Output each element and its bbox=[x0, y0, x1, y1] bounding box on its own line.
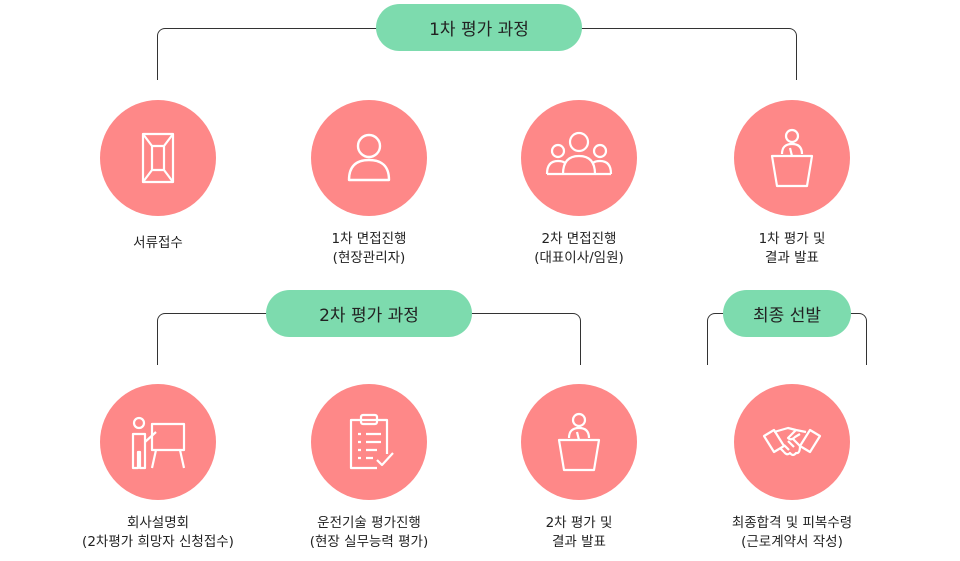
group-title-final: 최종 선발 bbox=[723, 290, 851, 337]
handshake-icon bbox=[762, 426, 822, 457]
podium-icon bbox=[770, 128, 814, 188]
step-circle-second-result bbox=[521, 384, 637, 500]
step-circle-driving-evaluation bbox=[311, 384, 427, 500]
step-circle-company-briefing bbox=[100, 384, 216, 500]
step-circle-second-interview bbox=[521, 100, 637, 216]
group-title-second: 2차 평가 과정 bbox=[266, 290, 472, 337]
step-label: 회사설명회(2차평가 희망자 신청접수) bbox=[82, 515, 234, 550]
step-label: 1차 면접진행(현장관리자) bbox=[331, 231, 407, 266]
step-circle-final-acceptance bbox=[734, 384, 850, 500]
step-label: 운전기술 평가진행(현장 실무능력 평가) bbox=[309, 515, 429, 550]
step-circle-first-result bbox=[734, 100, 850, 216]
person-icon bbox=[347, 133, 391, 182]
podium-icon bbox=[557, 412, 601, 472]
step-circle-first-interview bbox=[311, 100, 427, 216]
presentation-icon bbox=[131, 416, 186, 470]
step-label: 서류접수 bbox=[133, 235, 183, 251]
clipboard-icon bbox=[349, 413, 394, 470]
group-title-first: 1차 평가 과정 bbox=[376, 4, 582, 51]
envelope-icon bbox=[141, 132, 175, 184]
step-label: 2차 면접진행(대표이사/임원) bbox=[534, 231, 624, 266]
group-icon bbox=[545, 131, 613, 176]
step-circle-document-submission bbox=[100, 100, 216, 216]
step-label: 최종합격 및 피복수령(근로계약서 작성) bbox=[731, 515, 853, 550]
